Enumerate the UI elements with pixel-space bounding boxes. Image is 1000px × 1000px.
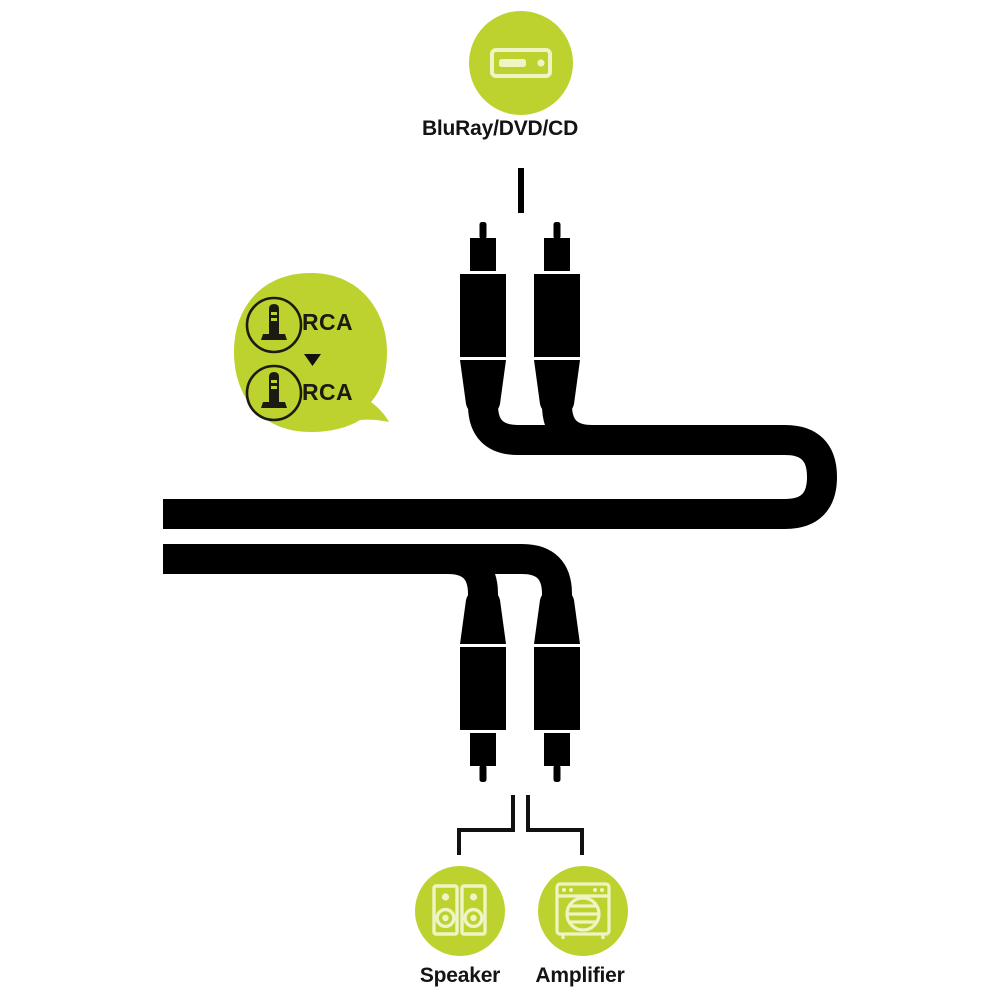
speaker-pair-icon [432, 884, 487, 936]
bracket-to-amplifier [526, 795, 584, 855]
speaker-icon-circle [415, 866, 505, 956]
cable-path-upper-second [542, 392, 785, 455]
bracket-to-speaker [457, 795, 515, 855]
callout-rca-icon-top [245, 296, 303, 354]
rca-plug-top-right [534, 222, 580, 414]
callout-to-connector-label: RCA [302, 379, 354, 405]
rca-callout-bubble [234, 273, 389, 432]
callout-direction-arrow-icon [304, 354, 321, 366]
bluray-player-icon [490, 48, 552, 78]
cable-path-upper [163, 392, 838, 529]
callout-rca-icon-bottom [245, 364, 303, 422]
cable-path-lower [163, 544, 498, 610]
source-connector-line [518, 168, 524, 213]
rca-plug-bottom-left [460, 590, 506, 782]
rca-plug-top-left [460, 222, 506, 414]
callout-from-connector-label: RCA [302, 309, 354, 335]
amplifier-device-label: Amplifier [535, 964, 625, 987]
speaker-device-label: Speaker [419, 964, 501, 987]
amplifier-icon-circle [538, 866, 628, 956]
source-device-label: BluRay/DVD/CD [421, 117, 579, 140]
rca-plug-bottom-right [534, 590, 580, 782]
amplifier-icon [555, 882, 611, 939]
